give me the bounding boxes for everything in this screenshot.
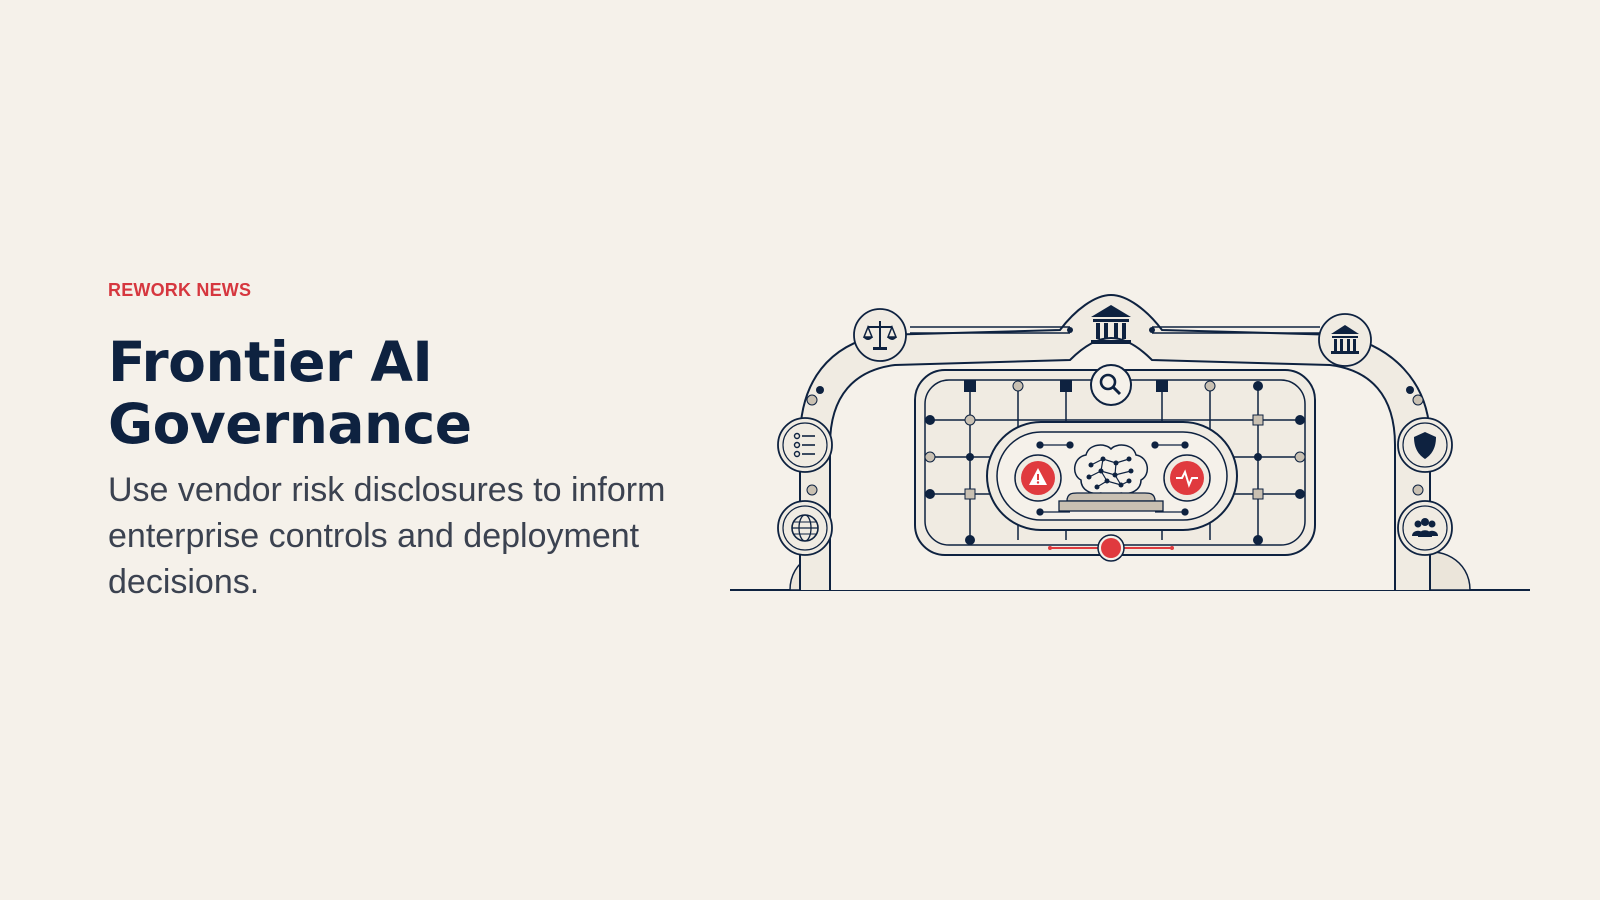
bank-icon-right	[1318, 313, 1372, 367]
heartbeat-icon	[1163, 454, 1211, 502]
pillar-nodes	[806, 386, 1424, 496]
article-headline: Frontier AI Governance	[108, 331, 728, 455]
bank-icon	[1091, 305, 1131, 344]
checklist-icon	[777, 417, 833, 473]
scales-icon	[853, 308, 907, 362]
headline-line-1: Frontier AI	[108, 330, 433, 394]
shield-icon	[1397, 417, 1453, 473]
headline-line-2: Governance	[108, 392, 472, 456]
governance-illustration-svg	[730, 293, 1530, 591]
status-indicator	[1048, 534, 1174, 562]
warning-icon	[1014, 454, 1062, 502]
hero-text-block: REWORK NEWS Frontier AI Governance Use v…	[108, 280, 728, 605]
article-subtitle: Use vendor risk disclosures to inform en…	[108, 471, 666, 601]
globe-icon	[777, 500, 833, 556]
governance-illustration	[730, 290, 1530, 620]
brain-icon	[1058, 444, 1164, 512]
news-kicker: REWORK NEWS	[108, 280, 252, 300]
search-icon	[1090, 364, 1132, 406]
team-icon	[1397, 500, 1453, 556]
